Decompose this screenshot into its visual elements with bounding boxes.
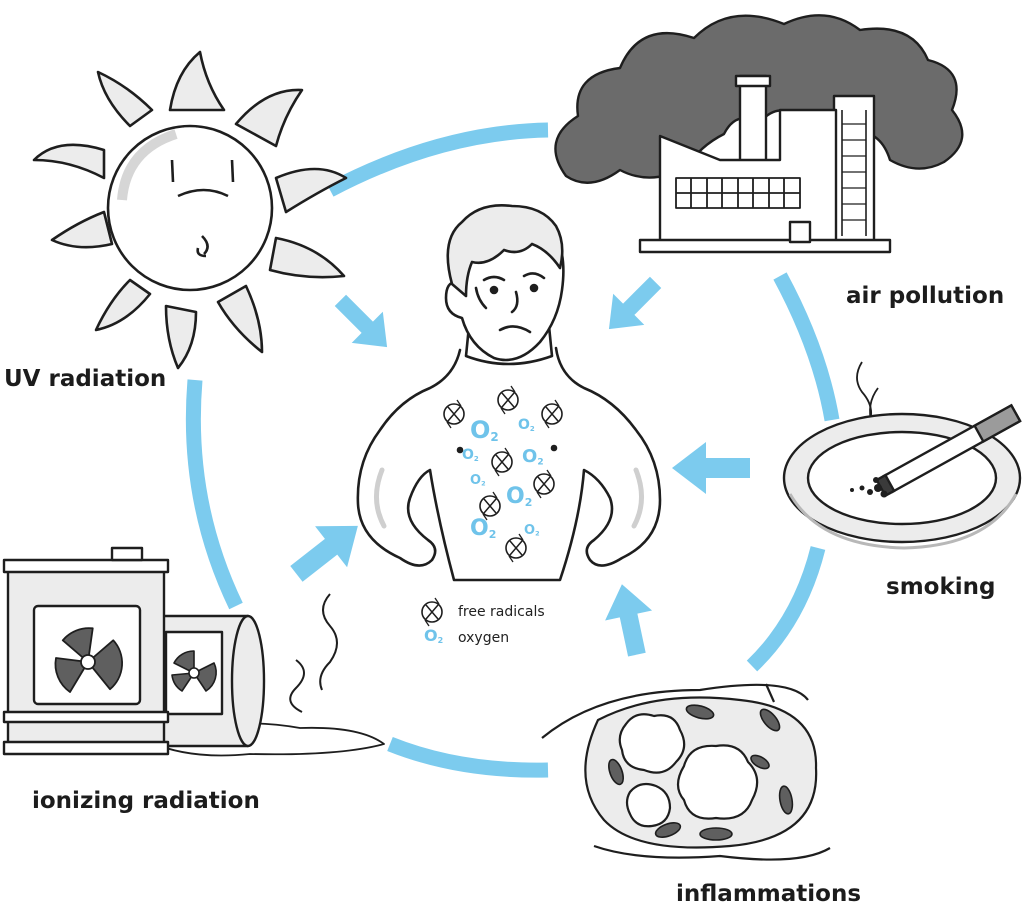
smoke-wisps-barrel	[289, 593, 338, 713]
factory-building	[638, 74, 892, 254]
sun-rays	[32, 50, 348, 370]
arc-uv-air	[326, 122, 549, 197]
ash-pile	[850, 477, 888, 498]
radioactive-barrel-icon	[2, 546, 385, 757]
arc-air-smoking	[773, 272, 840, 422]
cigarette	[875, 403, 1022, 498]
person-figure	[356, 204, 662, 582]
oxygen-molecule: O2	[470, 473, 486, 488]
arc-smoking-inflammation	[746, 546, 826, 672]
person-shading	[374, 467, 644, 529]
oxygen-molecule: O2	[518, 417, 535, 433]
sun-icon	[32, 50, 348, 370]
label-uv-radiation: UV radiation	[4, 366, 167, 392]
oxygen-molecule: O2	[524, 523, 540, 538]
legend-free-radical-icon	[421, 597, 443, 627]
person-hair	[446, 204, 564, 298]
label-air-pollution: air pollution	[846, 283, 1005, 309]
arrow-from-ionizing	[290, 525, 358, 582]
arrow-from-uv	[334, 294, 388, 348]
cells	[618, 713, 759, 828]
label-ionizing-radiation: ionizing radiation	[32, 788, 260, 814]
person-face	[474, 272, 546, 334]
oxygen-molecule: O2	[506, 484, 533, 509]
barrel-lying	[148, 614, 266, 748]
cycle-arcs	[185, 122, 840, 778]
cigarette-ashtray-icon	[782, 361, 1022, 550]
factory-icon	[554, 14, 964, 254]
blood-cells	[608, 704, 794, 841]
arc-ionizing-uv	[185, 379, 243, 610]
oxygen-molecule: O2	[470, 516, 497, 541]
oxygen-molecule: O2	[522, 446, 544, 468]
label-smoking: smoking	[886, 574, 996, 600]
arc-inflammation-ionizing	[387, 737, 549, 778]
sun-face	[106, 124, 274, 292]
person-body	[356, 346, 662, 582]
legend-oxygen-icon: O2	[424, 626, 444, 645]
legend-free-radicals-label: free radicals	[458, 604, 545, 620]
inflamed-tissue-icon	[541, 683, 831, 861]
sun-expression	[170, 159, 235, 258]
arrow-from-smoking	[672, 442, 750, 494]
inward-arrows	[290, 276, 750, 657]
barrel-standing	[2, 546, 170, 756]
legend-oxygen-label: oxygen	[458, 630, 510, 646]
oxygen-molecule: O2	[462, 447, 479, 463]
label-inflammations: inflammations	[676, 881, 862, 907]
oxygen-molecule: O2	[470, 416, 499, 444]
arrow-from-inflammation	[605, 584, 653, 657]
arrow-from-air	[608, 276, 662, 330]
